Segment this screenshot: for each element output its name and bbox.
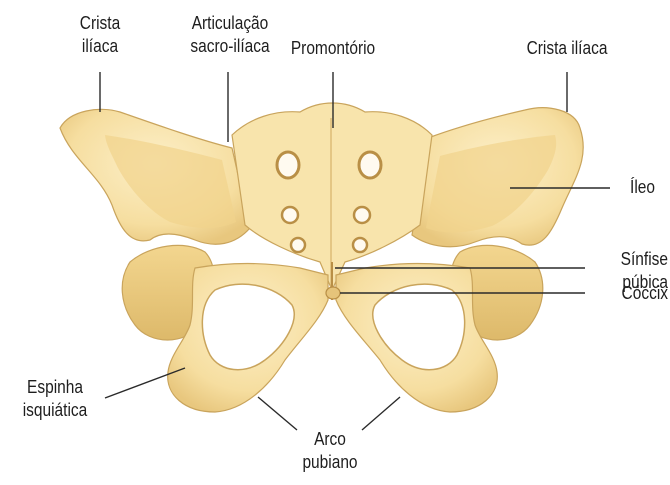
label-articulacao-sacro-iliaca: Articulação sacro-ilíaca [178, 12, 281, 58]
sacral-foramen [277, 152, 299, 178]
label-coccix: Cóccix [584, 282, 668, 305]
sacral-foramen [353, 238, 367, 252]
label-promontorio: Promontório [273, 37, 393, 60]
label-arco-pubiano: Arco pubiano [287, 428, 373, 474]
leader-arco-left [258, 397, 297, 430]
sacrum [232, 103, 432, 290]
sacral-foramen [291, 238, 305, 252]
label-crista-iliaca-right: Crista ilíaca [515, 37, 618, 60]
label-crista-iliaca-left-line1: Crista [66, 12, 135, 35]
label-ileo: Íleo [599, 176, 655, 199]
label-arco-line1: Arco [287, 428, 373, 451]
leader-arco-right [362, 397, 400, 430]
label-articulacao-line1: Articulação [178, 12, 281, 35]
label-promontorio-text: Promontório [273, 37, 393, 60]
label-espinha-line1: Espinha [8, 376, 103, 399]
label-crista-iliaca-right-text: Crista ilíaca [515, 37, 618, 60]
label-espinha-line2: isquiática [8, 399, 103, 422]
sacral-foramen [282, 207, 298, 223]
label-articulacao-line2: sacro-ilíaca [178, 35, 281, 58]
label-espinha-isquiatica: Espinha isquiática [8, 376, 103, 422]
label-crista-iliaca-left-line2: ilíaca [66, 35, 135, 58]
sacral-foramen [354, 207, 370, 223]
coccyx [326, 287, 340, 299]
label-crista-iliaca-left: Crista ilíaca [66, 12, 135, 58]
sacral-foramen [359, 152, 381, 178]
label-coccix-text: Cóccix [584, 282, 668, 305]
label-arco-line2: pubiano [287, 451, 373, 474]
label-sinfise-line1: Sínfise [575, 248, 668, 271]
label-ileo-text: Íleo [599, 176, 655, 199]
